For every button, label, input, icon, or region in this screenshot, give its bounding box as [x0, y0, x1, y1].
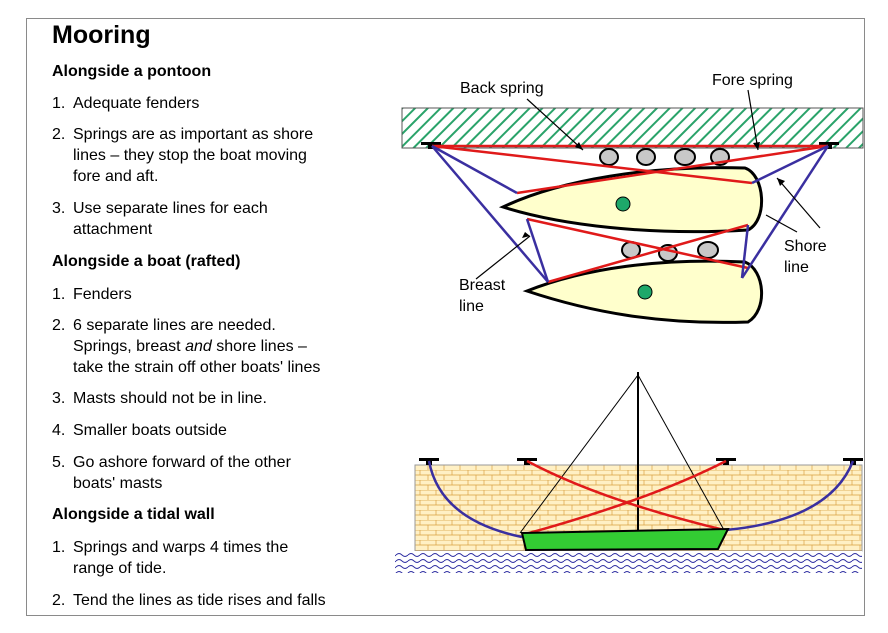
- mast-dot: [615, 196, 631, 212]
- label-pointers: [475, 89, 821, 280]
- item-number: 5.: [52, 454, 66, 471]
- pontoon: [401, 107, 864, 149]
- item-text: Smaller boats outside: [73, 422, 227, 439]
- fenders: [599, 148, 730, 166]
- item-text: Fenders: [73, 286, 132, 303]
- item-number: 2.: [52, 592, 66, 609]
- water: [395, 551, 862, 573]
- cleat-icon: [419, 458, 863, 465]
- item-number: 3.: [52, 200, 66, 217]
- section-heading-pontoon: Alongside a pontoon: [52, 63, 212, 80]
- inner-boat-hull: [498, 166, 763, 234]
- label-fore-spring: Fore spring: [712, 72, 793, 89]
- item-text: Use separate lines for each attachment: [73, 200, 268, 238]
- arrowheads: [522, 142, 785, 238]
- section-heading-rafted: Alongside a boat (rafted): [52, 253, 241, 270]
- mast-dot: [637, 284, 653, 300]
- cleat-icon: [819, 142, 839, 149]
- wall-shore-lines: [427, 460, 855, 539]
- item-text: Springs and warps 4 times the range of t…: [73, 539, 289, 577]
- emphasis: and: [185, 338, 212, 355]
- item-number: 1.: [52, 539, 66, 556]
- item-number: 1.: [52, 286, 66, 303]
- item-number: 2.: [52, 126, 66, 143]
- item-text: Springs are as important as shore lines …: [73, 126, 314, 185]
- slide-title: Mooring: [52, 21, 151, 49]
- label-back-spring: Back spring: [460, 80, 544, 97]
- shore-lines: [431, 144, 830, 283]
- slide-frame: [26, 18, 865, 616]
- item-number: 2.: [52, 317, 66, 334]
- wall-springs: [521, 459, 727, 537]
- item-number: 1.: [52, 95, 66, 112]
- item-text: Adequate fenders: [73, 95, 200, 112]
- cleat-icon: [421, 142, 441, 149]
- item-text: Masts should not be in line.: [73, 390, 267, 407]
- wall-boat-hull: [520, 527, 730, 552]
- label-breast-line: Breast line: [459, 277, 506, 315]
- spring-lines: [431, 144, 829, 284]
- item-number: 4.: [52, 422, 66, 439]
- label-shore-line: Shore line: [784, 238, 827, 276]
- fenders: [621, 241, 719, 262]
- section-heading-tidal-wall: Alongside a tidal wall: [52, 506, 215, 523]
- item-text: 6 separate lines are needed. Springs, br…: [73, 317, 321, 376]
- item-number: 3.: [52, 390, 66, 407]
- item-text: Go ashore forward of the other boats' ma…: [73, 454, 291, 492]
- item-text: Tend the lines as tide rises and falls: [73, 592, 326, 609]
